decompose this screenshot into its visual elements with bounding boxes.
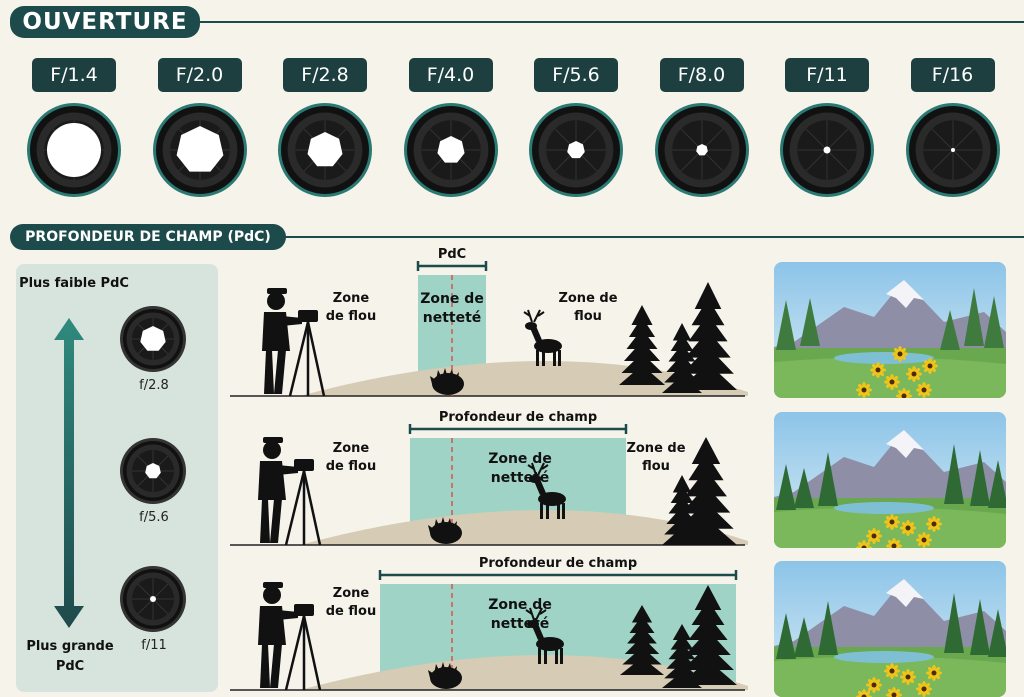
aperture-label-2: F/2.0	[157, 58, 242, 92]
landscape-photo-1	[774, 262, 1006, 398]
dof-label-3: Profondeur de champ	[478, 556, 638, 571]
sidebar-lens-label-1: f/2.8	[139, 378, 169, 393]
header-rule	[190, 21, 1024, 23]
dof-label-2: Profondeur de champ	[438, 410, 598, 425]
sidebar-lens-icon-3	[119, 565, 187, 637]
landscape-photo-2	[774, 412, 1006, 548]
dof-scene-2	[230, 424, 748, 546]
aperture-label-8: F/16	[910, 58, 995, 92]
aperture-lens-icon-4	[403, 102, 499, 202]
sidebar-lens-label-2: f/5.6	[139, 510, 169, 525]
zone-sharp-3: Zone de netteté	[488, 597, 552, 632]
sidebar-lens-label-3: f/11	[141, 638, 167, 653]
aperture-lens-icon-8	[905, 102, 1001, 202]
section2-title: PROFONDEUR DE CHAMP (PdC)	[10, 224, 286, 250]
aperture-lens-icon-7	[779, 102, 875, 202]
section2-rule	[280, 236, 1024, 238]
zone-sharp-1: Zone de netteté	[420, 291, 484, 326]
dof-scene-1	[230, 261, 748, 397]
aperture-lens-icon-6	[654, 102, 750, 202]
sidebar-lens-icon-1	[119, 305, 187, 377]
zone-blur-left-2: Zone de flou	[325, 441, 377, 474]
page-title: OUVERTURE	[10, 6, 200, 38]
zone-blur-right-2: Zone de flou	[626, 441, 686, 474]
sidebar-bottom-label: Plus grande PdC	[26, 639, 114, 674]
aperture-lens-icon-1	[26, 102, 122, 202]
aperture-label-6: F/8.0	[659, 58, 744, 92]
aperture-label-4: F/4.0	[408, 58, 493, 92]
aperture-label-7: F/11	[785, 58, 869, 92]
dof-sidebar	[16, 264, 218, 692]
landscape-photo-3	[774, 561, 1006, 697]
aperture-label-1: F/1.4	[32, 58, 116, 92]
sidebar-top-label: Plus faible PdC	[19, 276, 129, 291]
zone-blur-left-1: Zone de flou	[325, 291, 377, 324]
aperture-label-5: F/5.6	[534, 58, 618, 92]
zone-blur-left-3: Zone de flou	[325, 586, 377, 619]
dof-scene-3	[230, 570, 748, 691]
aperture-label-3: F/2.8	[283, 58, 367, 92]
dof-label-1: PdC	[437, 247, 467, 262]
aperture-lens-icon-3	[277, 102, 373, 202]
aperture-lens-icon-5	[528, 102, 624, 202]
aperture-lens-icon-2	[152, 102, 248, 202]
sidebar-lens-icon-2	[119, 437, 187, 509]
zone-blur-right-1: Zone de flou	[558, 291, 618, 324]
zone-sharp-2: Zone de netteté	[488, 451, 552, 486]
dof-arrow	[54, 318, 84, 628]
